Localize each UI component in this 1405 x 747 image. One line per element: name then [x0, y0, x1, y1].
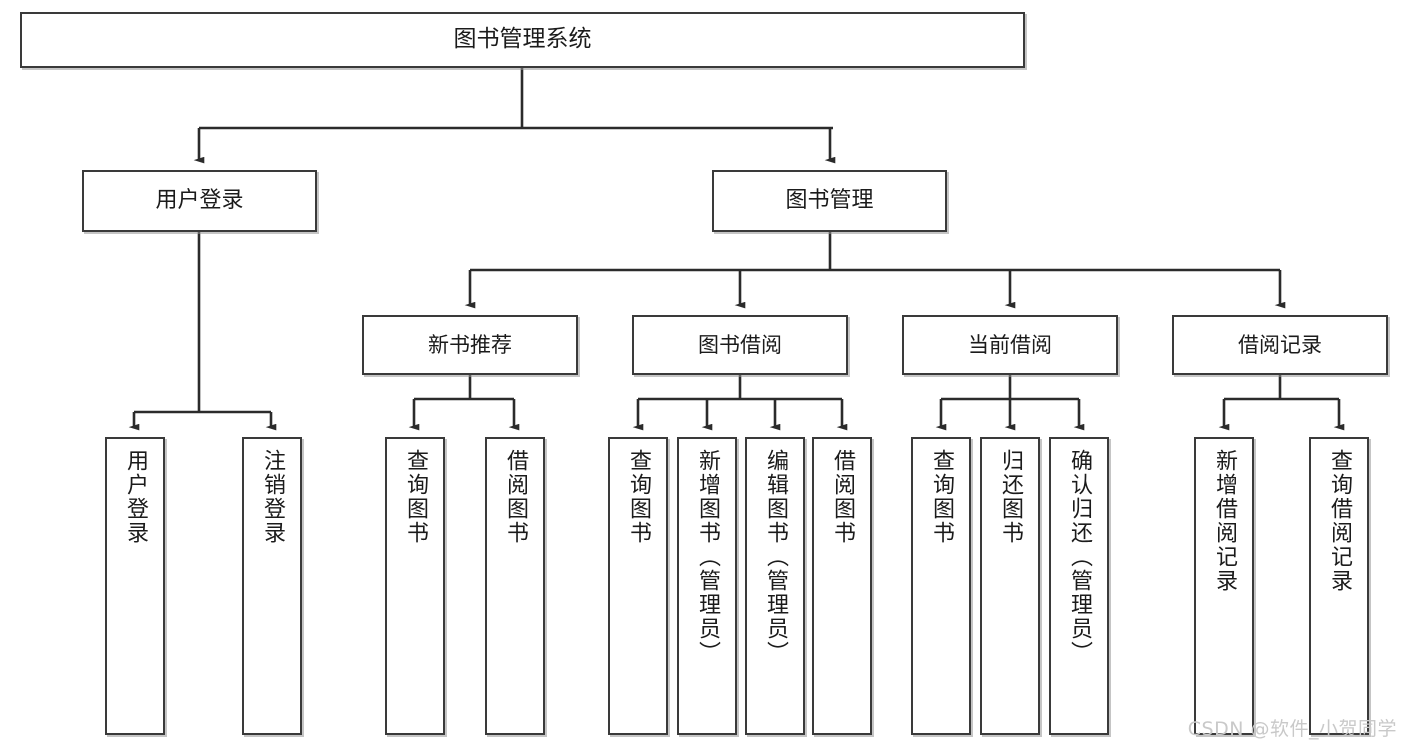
node-label: 查询图书 — [928, 449, 954, 545]
leaf-bb-query-book[interactable]: 查询图书 — [608, 437, 668, 735]
node-label: 编辑图书（管理员） — [762, 449, 788, 665]
leaf-user-login[interactable]: 用户登录 — [105, 437, 165, 735]
leaf-bb-edit-book[interactable]: 编辑图书（管理员） — [745, 437, 805, 735]
node-label: 查询图书 — [402, 449, 428, 545]
node-user-login[interactable]: 用户登录 — [82, 170, 317, 232]
node-label: 当前借阅 — [968, 332, 1052, 357]
leaf-cb-return-book[interactable]: 归还图书 — [980, 437, 1040, 735]
node-book-borrow[interactable]: 图书借阅 — [632, 315, 848, 375]
node-label: 查询图书 — [625, 449, 651, 545]
node-label: 用户登录 — [122, 449, 148, 545]
leaf-bb-borrow-book[interactable]: 借阅图书 — [812, 437, 872, 735]
node-book-management[interactable]: 图书管理 — [712, 170, 947, 232]
node-label: 新增图书（管理员） — [694, 449, 720, 665]
node-new-book-recommend[interactable]: 新书推荐 — [362, 315, 578, 375]
leaf-br-query-record[interactable]: 查询借阅记录 — [1309, 437, 1369, 735]
node-root-system[interactable]: 图书管理系统 — [20, 12, 1025, 68]
leaf-br-add-record[interactable]: 新增借阅记录 — [1194, 437, 1254, 735]
node-current-borrow[interactable]: 当前借阅 — [902, 315, 1118, 375]
node-label: 新书推荐 — [428, 332, 512, 357]
leaf-nb-query-book[interactable]: 查询图书 — [385, 437, 445, 735]
node-label: 确认归还（管理员） — [1066, 449, 1092, 665]
node-label: 借阅图书 — [502, 449, 528, 545]
leaf-logout[interactable]: 注销登录 — [242, 437, 302, 735]
node-label: 注销登录 — [259, 449, 285, 545]
node-label: 图书管理 — [785, 188, 874, 214]
node-label: 归还图书 — [997, 449, 1023, 545]
leaf-nb-borrow-book[interactable]: 借阅图书 — [485, 437, 545, 735]
node-borrow-record[interactable]: 借阅记录 — [1172, 315, 1388, 375]
leaf-cb-query-book[interactable]: 查询图书 — [911, 437, 971, 735]
node-label: 借阅记录 — [1238, 332, 1322, 357]
node-label: 查询借阅记录 — [1326, 449, 1352, 593]
node-label: 图书管理系统 — [453, 26, 592, 53]
leaf-bb-add-book[interactable]: 新增图书（管理员） — [677, 437, 737, 735]
leaf-cb-confirm-return[interactable]: 确认归还（管理员） — [1049, 437, 1109, 735]
node-label: 图书借阅 — [698, 332, 782, 357]
node-label: 新增借阅记录 — [1211, 449, 1237, 593]
csdn-watermark: CSDN @软件_小贺同学 — [1187, 718, 1397, 740]
node-label: 用户登录 — [155, 188, 244, 214]
node-label: 借阅图书 — [829, 449, 855, 545]
